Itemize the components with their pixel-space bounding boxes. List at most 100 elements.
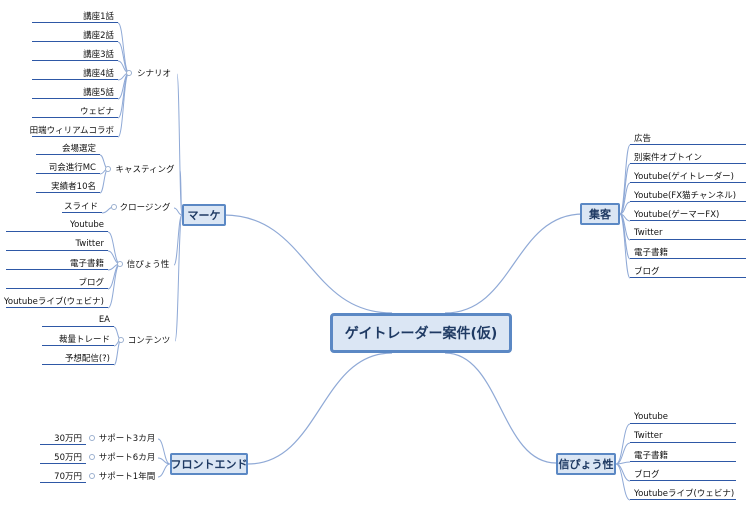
connector: [247, 352, 393, 465]
topic-frontend[interactable]: フロントエンド: [170, 453, 248, 475]
scenario-item-label: 講座2話: [83, 30, 114, 41]
subtopic-scenario[interactable]: シナリオ: [135, 66, 173, 80]
topic-marketing[interactable]: マーケ: [182, 204, 226, 226]
frontend-price[interactable]: 30万円: [40, 431, 86, 445]
acquisition-item-label: 電子書籍: [634, 247, 669, 258]
connector: [107, 263, 121, 309]
scenario-item[interactable]: 講座5話: [32, 85, 118, 99]
collapse-toggle-icon[interactable]: [89, 473, 95, 479]
connector: [444, 352, 557, 464]
frontend-option-label: サポート6カ月: [98, 453, 156, 463]
credibility-right-item[interactable]: Youtube: [630, 410, 736, 424]
scenario-item-label: 講座5話: [83, 87, 114, 98]
credibility-right-item-label: 電子書籍: [634, 450, 669, 461]
acquisition-item[interactable]: Youtube(ゲイトレーダー): [630, 169, 746, 183]
credibility-right-item[interactable]: ブログ: [630, 467, 736, 481]
scenario-item[interactable]: 講座2話: [32, 28, 118, 42]
scenario-item[interactable]: ウェビナ: [32, 104, 118, 118]
credibility-item-label: Youtubeライブ(ウェビナ): [3, 296, 104, 307]
frontend-option-label: サポート1年間: [98, 472, 156, 482]
acquisition-item[interactable]: ブログ: [630, 264, 746, 278]
connector: [615, 423, 631, 465]
subtopic-credibility-label: 信ぴょう性: [126, 260, 170, 270]
casting-item[interactable]: 実績者10名: [36, 179, 100, 193]
credibility-right-item-label: ブログ: [634, 469, 660, 480]
frontend-price-label: 70万円: [54, 471, 82, 482]
collapse-toggle-icon[interactable]: [117, 261, 123, 267]
topic-acquisition-label: 集客: [589, 208, 611, 221]
credibility-right-item[interactable]: Twitter: [630, 429, 736, 443]
central-topic[interactable]: ゲイトレーダー案件(仮): [330, 313, 512, 353]
collapse-toggle-icon[interactable]: [89, 435, 95, 441]
credibility-item[interactable]: Youtubeライブ(ウェビナ): [3, 294, 108, 308]
frontend-price-label: 30万円: [54, 433, 82, 444]
collapse-toggle-icon[interactable]: [89, 454, 95, 460]
connector: [619, 182, 631, 215]
acquisition-item-label: Youtube(ゲーマーFX): [634, 209, 720, 220]
frontend-option[interactable]: サポート1年間: [96, 469, 158, 483]
acquisition-item-label: 広告: [634, 133, 652, 144]
connector: [107, 231, 121, 265]
credibility-item[interactable]: Twitter: [6, 237, 108, 251]
collapse-toggle-icon[interactable]: [118, 337, 124, 343]
connector: [117, 22, 130, 74]
scenario-item[interactable]: 講座3話: [32, 47, 118, 61]
connector: [615, 442, 631, 465]
credibility-right-item[interactable]: 電子書籍: [630, 448, 736, 462]
acquisition-item[interactable]: Youtube(FX猫チャンネル): [630, 188, 746, 202]
scenario-item-label: 講座3話: [83, 49, 114, 60]
credibility-right-item[interactable]: Youtubeライブ(ウェビナ): [630, 486, 736, 500]
connector: [157, 438, 171, 465]
scenario-item[interactable]: 講座4話: [32, 66, 118, 80]
frontend-option[interactable]: サポート3カ月: [96, 431, 158, 445]
contents-item-label: 予想配信(?): [64, 353, 110, 364]
frontend-option[interactable]: サポート6カ月: [96, 450, 158, 464]
casting-item[interactable]: 司会進行MC: [36, 160, 100, 174]
collapse-toggle-icon[interactable]: [126, 70, 132, 76]
casting-item-label: 実績者10名: [51, 181, 96, 192]
frontend-price[interactable]: 70万円: [40, 469, 86, 483]
credibility-item[interactable]: ブログ: [6, 275, 108, 289]
connector: [619, 163, 631, 215]
connector: [179, 169, 183, 216]
contents-item[interactable]: EA: [42, 313, 114, 327]
credibility-item[interactable]: 電子書籍: [6, 256, 108, 270]
central-topic-label: ゲイトレーダー案件(仮): [344, 326, 498, 342]
acquisition-item[interactable]: 電子書籍: [630, 245, 746, 259]
subtopic-casting-label: キャスティング: [115, 165, 175, 175]
subtopic-credibility[interactable]: 信ぴょう性: [126, 257, 170, 271]
acquisition-item[interactable]: 広告: [630, 131, 746, 145]
casting-item-label: 司会進行MC: [48, 162, 96, 173]
connector: [174, 214, 183, 342]
collapse-toggle-icon[interactable]: [105, 166, 111, 172]
acquisition-item-label: ブログ: [634, 266, 660, 277]
credibility-item[interactable]: Youtube: [6, 218, 108, 232]
topic-credibility[interactable]: 信ぴょう性: [556, 453, 616, 475]
topic-acquisition[interactable]: 集客: [580, 203, 620, 225]
casting-item[interactable]: 会場選定: [36, 141, 100, 155]
connector: [619, 144, 631, 215]
scenario-item-label: 講座4話: [83, 68, 114, 79]
frontend-price[interactable]: 50万円: [40, 450, 86, 464]
acquisition-item[interactable]: Youtube(ゲーマーFX): [630, 207, 746, 221]
subtopic-closing-label: クロージング: [119, 203, 171, 213]
connector: [444, 213, 584, 314]
contents-item[interactable]: 予想配信(?): [42, 351, 114, 365]
scenario-item[interactable]: 田端ウィリアムコラボ: [29, 123, 118, 137]
contents-item[interactable]: 裁量トレード: [42, 332, 114, 346]
closing-item[interactable]: スライド: [62, 199, 102, 213]
acquisition-item[interactable]: 別案件オプトイン: [630, 150, 746, 164]
connector: [619, 213, 631, 279]
collapse-toggle-icon[interactable]: [111, 204, 117, 210]
connector: [615, 463, 631, 482]
subtopic-contents-label: コンテンツ: [127, 336, 171, 346]
acquisition-item[interactable]: Twitter: [630, 226, 746, 240]
connector: [117, 72, 130, 138]
scenario-item-label: 講座1話: [83, 11, 114, 22]
scenario-item-label: 田端ウィリアムコラボ: [29, 125, 114, 136]
credibility-item-label: ブログ: [78, 277, 104, 288]
scenario-item[interactable]: 講座1話: [32, 9, 118, 23]
subtopic-closing[interactable]: クロージング: [119, 200, 171, 214]
subtopic-casting[interactable]: キャスティング: [114, 162, 176, 176]
subtopic-contents[interactable]: コンテンツ: [127, 333, 171, 347]
